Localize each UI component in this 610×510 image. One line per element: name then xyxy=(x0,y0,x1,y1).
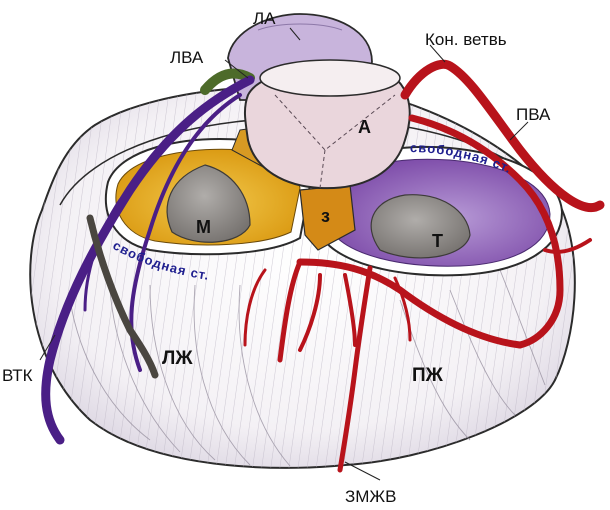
aortic-valve: А xyxy=(245,60,410,188)
vtk-label: ВТК xyxy=(2,366,33,385)
mitral-label: М xyxy=(196,217,211,237)
lzh-label: ЛЖ xyxy=(162,348,193,369)
tricuspid-label: Т xyxy=(432,231,443,251)
z-label: з xyxy=(321,206,330,226)
zmzhv-label: ЗМЖВ xyxy=(345,487,396,506)
lva-label: ЛВА xyxy=(170,48,204,67)
aortic-label: А xyxy=(358,117,371,137)
la-label: ЛА xyxy=(253,9,276,28)
pzh-label: ПЖ xyxy=(412,365,444,386)
kon-vetv-label: Кон. ветвь xyxy=(425,30,507,49)
pva-label: ПВА xyxy=(516,105,551,124)
